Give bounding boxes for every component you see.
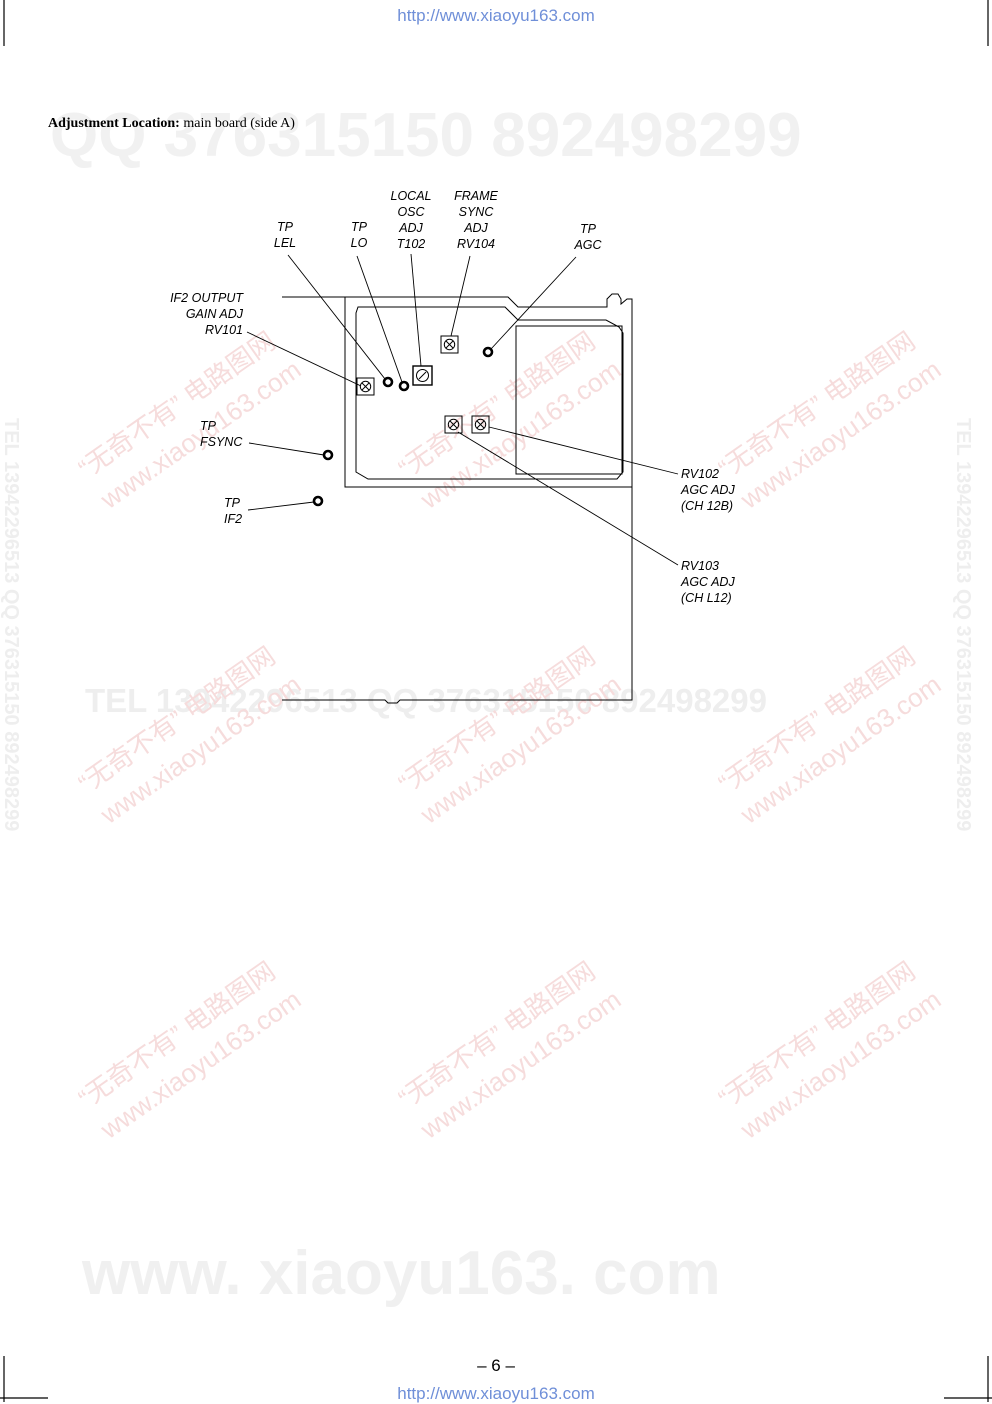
title-bold: Adjustment Location: — [48, 116, 180, 131]
label-tp-fsync: TP FSYNC — [200, 419, 243, 449]
label-tp-agc: TP AGC — [574, 222, 602, 252]
qq-watermark: QQ 376315150 892498299 — [50, 101, 802, 170]
label-rv102: RV102 AGC ADJ (CH 12B) — [681, 467, 735, 513]
trimmer-rv102 — [471, 415, 490, 434]
coil-t102 — [412, 365, 433, 386]
label-if2-output: IF2 OUTPUT GAIN ADJ RV101 — [170, 291, 243, 337]
label-frame-sync: FRAME SYNC ADJ RV104 — [454, 189, 498, 251]
trimmer-rv103 — [444, 415, 463, 434]
page-title: Adjustment Location: main board (side A) — [48, 116, 295, 132]
label-local-osc: LOCAL OSC ADJ T102 — [390, 189, 432, 251]
label-tp-lo: TP LO — [350, 220, 368, 250]
label-tp-if2: TP IF2 — [224, 496, 243, 526]
header-url[interactable]: http://www.xiaoyu163.com — [397, 6, 595, 25]
leader-lines — [246, 253, 679, 566]
testpoint-fsync — [322, 449, 334, 461]
label-tp-lel: TP LEL — [273, 220, 297, 250]
trimmer-rv101 — [356, 377, 375, 396]
board-outline — [282, 293, 633, 704]
page-number: – 6 – — [477, 1356, 515, 1375]
testpoint-if2 — [312, 495, 324, 507]
label-rv103: RV103 AGC ADJ (CH L12) — [681, 559, 735, 605]
trimmer-rv104 — [440, 335, 459, 354]
testpoint-lo — [398, 380, 410, 392]
testpoint-agc — [482, 346, 494, 358]
footer-url[interactable]: http://www.xiaoyu163.com — [397, 1384, 595, 1403]
testpoint-lel — [382, 376, 394, 388]
title-rest: main board (side A) — [179, 116, 295, 131]
site-watermark-large: www. xiaoyu163. com — [82, 1239, 721, 1308]
